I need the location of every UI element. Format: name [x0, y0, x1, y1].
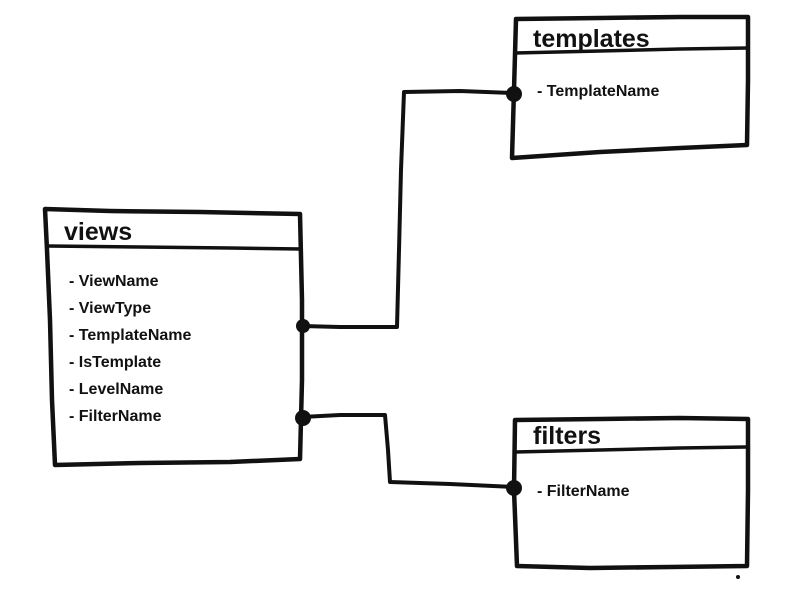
relation-endpoint-dot [295, 410, 311, 426]
table-views-field: - LevelName [69, 381, 163, 398]
table-templates-title: templates [533, 25, 650, 53]
table-filters: filters - FilterName [511, 415, 751, 571]
table-templates-field: - TemplateName [537, 83, 660, 100]
table-views-field: - FilterName [69, 408, 162, 425]
table-views-field: - ViewName [69, 273, 159, 290]
relation-endpoint-dot [506, 86, 522, 102]
ink-speck [736, 575, 740, 579]
table-views-field: - IsTemplate [69, 354, 161, 371]
table-templates: templates - TemplateName [509, 14, 751, 161]
table-templates-frame [509, 14, 751, 161]
table-filters-field: - FilterName [537, 483, 630, 500]
table-views-field: - TemplateName [69, 327, 192, 344]
table-filters-header-divider [513, 445, 748, 454]
relation-line-templates [300, 89, 516, 329]
table-filters-frame [511, 415, 751, 571]
table-views-title: views [64, 218, 132, 246]
table-views-header-divider [46, 244, 303, 251]
table-views-field: - ViewType [69, 300, 151, 317]
table-views-frame [42, 206, 305, 468]
relation-endpoint-dot [506, 480, 522, 496]
table-views: views - ViewName - ViewType - TemplateNa… [42, 206, 305, 468]
relation-line-filters [300, 413, 516, 489]
table-filters-title: filters [533, 422, 601, 450]
table-templates-header-divider [513, 46, 750, 55]
relation-endpoint-dot [296, 319, 310, 333]
